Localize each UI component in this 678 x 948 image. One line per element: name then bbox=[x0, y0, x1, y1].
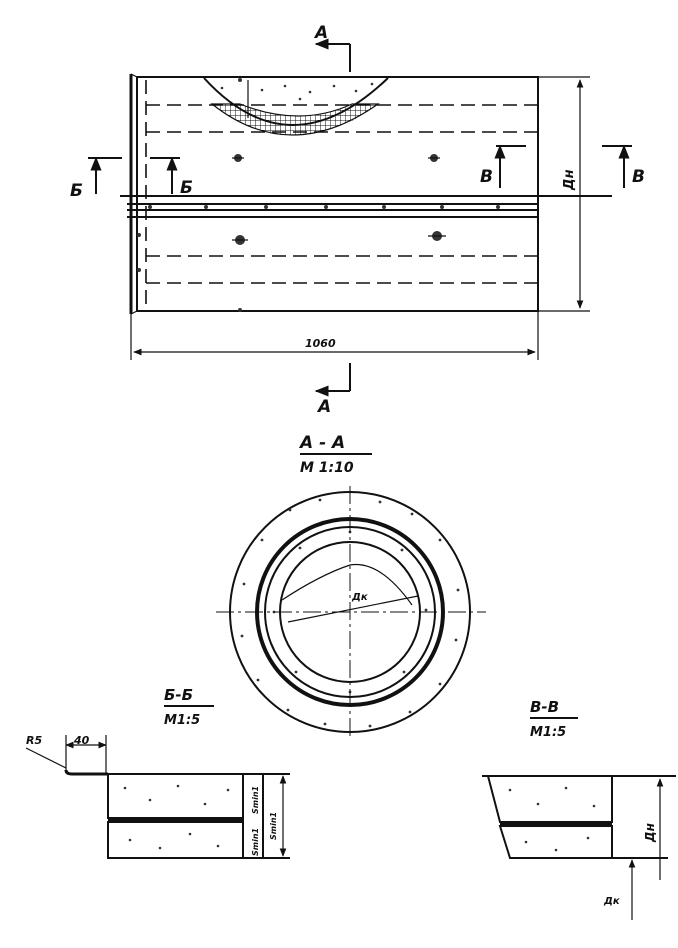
section-mark-v-right: В bbox=[602, 144, 645, 188]
radius-label: R5 bbox=[26, 734, 42, 747]
section-vv-title: В-В bbox=[530, 698, 559, 716]
cutaway-aggregate bbox=[220, 82, 374, 101]
section-mark-a-bottom: А bbox=[314, 363, 351, 417]
section-v-label-mid: В bbox=[480, 167, 493, 187]
flange-corner bbox=[130, 310, 138, 315]
radius-leader bbox=[25, 747, 67, 769]
section-b-label-left: Б bbox=[70, 181, 83, 201]
bb-thickness-1: Smin1 bbox=[251, 786, 260, 814]
length-label: 1060 bbox=[305, 337, 336, 350]
anchor-bolt bbox=[232, 235, 248, 245]
section-b-label-mid: Б bbox=[180, 178, 193, 198]
vv-lower-layer bbox=[498, 825, 613, 859]
bb-total-thickness: Smin1 bbox=[269, 812, 278, 840]
length-dimension: 1060 bbox=[130, 311, 539, 360]
vv-outer-diameter-label: Дн bbox=[643, 823, 657, 843]
section-bb-scale: М1:5 bbox=[164, 713, 200, 728]
anchor-bolt bbox=[428, 154, 440, 162]
front-view: А А Б Б В В bbox=[70, 23, 645, 417]
section-mark-v-mid: В bbox=[480, 144, 526, 188]
anchor-bolt bbox=[232, 154, 244, 162]
section-v-label-right: В bbox=[632, 167, 645, 187]
section-mark-b-mid: Б bbox=[150, 156, 193, 198]
section-bb-title: Б-Б bbox=[164, 686, 193, 704]
bb-upper-layer bbox=[107, 773, 244, 819]
vv-upper-layer bbox=[487, 775, 613, 823]
section-mark-b-left: Б bbox=[70, 156, 122, 201]
end-studs bbox=[137, 78, 242, 312]
bb-aggregate bbox=[123, 784, 230, 850]
bore-diameter-leader bbox=[287, 595, 419, 623]
section-a-label-top: А bbox=[313, 23, 328, 43]
section-aa: А - А М 1:10 Дк bbox=[216, 433, 486, 740]
flange-corner bbox=[130, 73, 138, 78]
inner-diameter-label: Дк bbox=[351, 592, 368, 603]
bb-lower-layer bbox=[107, 821, 244, 859]
vv-inner-diameter-label: Дк bbox=[603, 896, 620, 907]
outer-diameter-dimension: Дн bbox=[538, 76, 590, 312]
vv-aggregate bbox=[508, 786, 596, 852]
section-a-label-bottom: А bbox=[316, 397, 331, 417]
cutaway-hatched-band bbox=[225, 110, 362, 134]
outer-diameter-label: Дн bbox=[562, 169, 577, 191]
section-vv-scale: М1:5 bbox=[530, 725, 566, 740]
bb-thickness-2: Smin1 bbox=[251, 828, 260, 856]
seam-studs bbox=[148, 205, 500, 209]
section-aa-scale: М 1:10 bbox=[300, 460, 354, 476]
bore-break-line bbox=[281, 563, 413, 606]
section-aa-title: А - А bbox=[298, 433, 345, 453]
anchor-bolt bbox=[428, 231, 446, 241]
section-vv: В-В М1:5 Дн Дк bbox=[482, 698, 676, 920]
flange-strip bbox=[64, 769, 108, 776]
section-bb: Б-Б М1:5 R5 40 Smin1 Smin1 Smin1 bbox=[25, 686, 290, 859]
pipe-body-outline bbox=[136, 76, 539, 312]
section-mark-a-top: А bbox=[313, 23, 351, 72]
ring-aggregate bbox=[240, 498, 460, 728]
